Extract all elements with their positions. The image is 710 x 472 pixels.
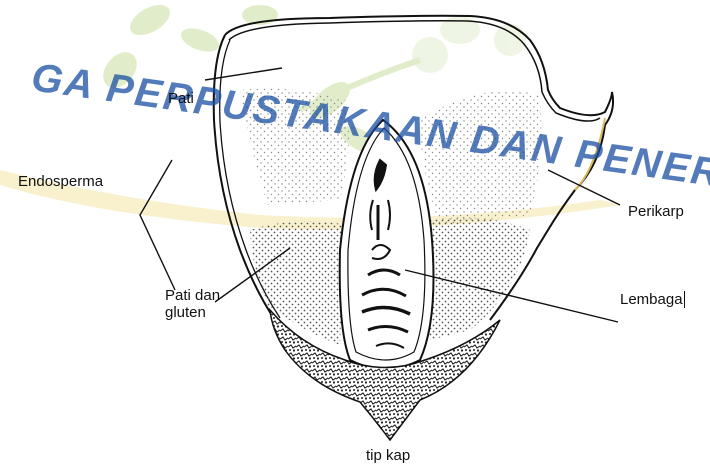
label-pati-dan-gluten-line1: Pati dan — [165, 287, 220, 304]
label-endosperma: Endosperma — [18, 173, 103, 190]
label-perikarp: Perikarp — [628, 203, 684, 220]
starch-gluten-region — [250, 221, 345, 345]
label-tip-kap: tip kap — [366, 447, 410, 464]
label-pati-dan-gluten: Pati dan gluten — [165, 287, 220, 322]
label-pati: Pati — [168, 90, 194, 107]
label-lembaga: Lembaga — [620, 291, 685, 308]
label-pati-dan-gluten-line2: gluten — [165, 304, 220, 321]
